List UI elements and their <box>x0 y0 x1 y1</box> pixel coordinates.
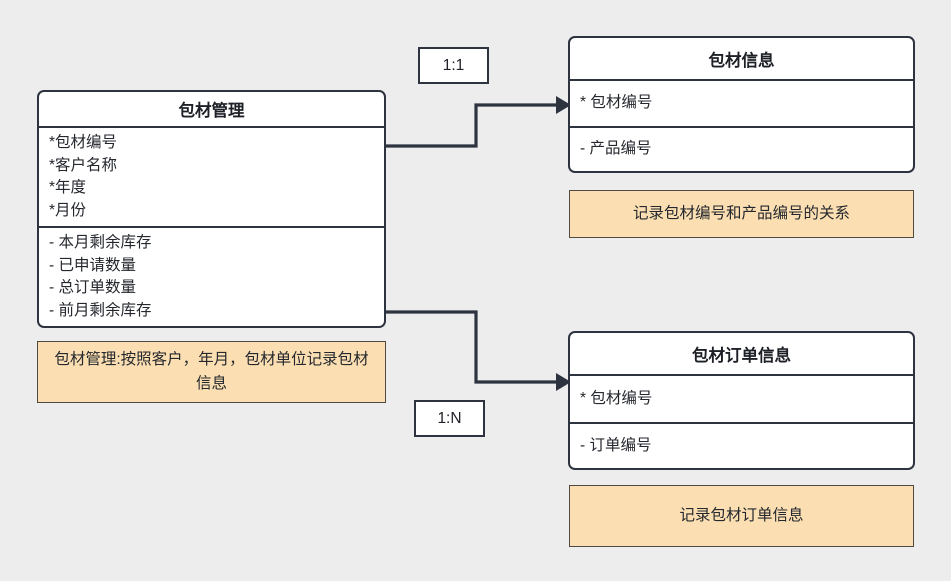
entity-attribute: - 前月剩余库存 <box>49 301 152 319</box>
note-package-management[interactable]: 包材管理:按照客户，年月，包材单位记录包材信息 <box>37 341 386 403</box>
entity-package-management[interactable]: 包材管理 *包材编号 *客户名称 *年度 *月份 - 本月剩余库存 - 已申请数… <box>37 90 386 328</box>
cardinality-label-1-n[interactable]: 1:N <box>414 400 485 437</box>
entity-attribute: - 产品编号 <box>580 140 652 158</box>
entity-attribute: - 订单编号 <box>580 436 652 454</box>
entity-title: 包材信息 <box>570 38 913 81</box>
entity-key-section: * 包材编号 <box>570 81 913 126</box>
entity-key: * 包材编号 <box>580 94 653 112</box>
entity-package-info[interactable]: 包材信息 * 包材编号 - 产品编号 <box>568 36 915 173</box>
entity-key-section: * 包材编号 <box>570 376 913 422</box>
entity-attribute: - 本月剩余库存 <box>49 234 152 252</box>
entity-key-section: *包材编号 *客户名称 *年度 *月份 <box>39 128 384 226</box>
entity-key: *客户名称 <box>49 156 118 174</box>
note-package-info[interactable]: 记录包材编号和产品编号的关系 <box>569 190 914 238</box>
connector-path <box>386 310 556 384</box>
entity-attribute: - 总订单数量 <box>49 279 136 297</box>
entity-key: *包材编号 <box>49 134 118 152</box>
note-package-order[interactable]: 记录包材订单信息 <box>569 485 914 547</box>
connector-path <box>386 103 556 148</box>
entity-attribute-section: - 订单编号 <box>570 422 913 468</box>
connector-main-to-package-info <box>386 96 571 148</box>
entity-attribute: - 已申请数量 <box>49 256 136 274</box>
entity-title: 包材管理 <box>39 92 384 129</box>
entity-package-order-info[interactable]: 包材订单信息 * 包材编号 - 订单编号 <box>568 331 915 470</box>
entity-attribute-section: - 本月剩余库存 - 已申请数量 - 总订单数量 - 前月剩余库存 <box>39 226 384 326</box>
cardinality-label-1-1[interactable]: 1:1 <box>418 47 489 84</box>
connector-main-to-package-order <box>386 310 571 391</box>
entity-key: *年度 <box>49 179 87 197</box>
entity-attribute-section: - 产品编号 <box>570 126 913 171</box>
entity-key: * 包材编号 <box>580 389 653 407</box>
entity-title: 包材订单信息 <box>570 333 913 376</box>
entity-key: *月份 <box>49 201 87 219</box>
